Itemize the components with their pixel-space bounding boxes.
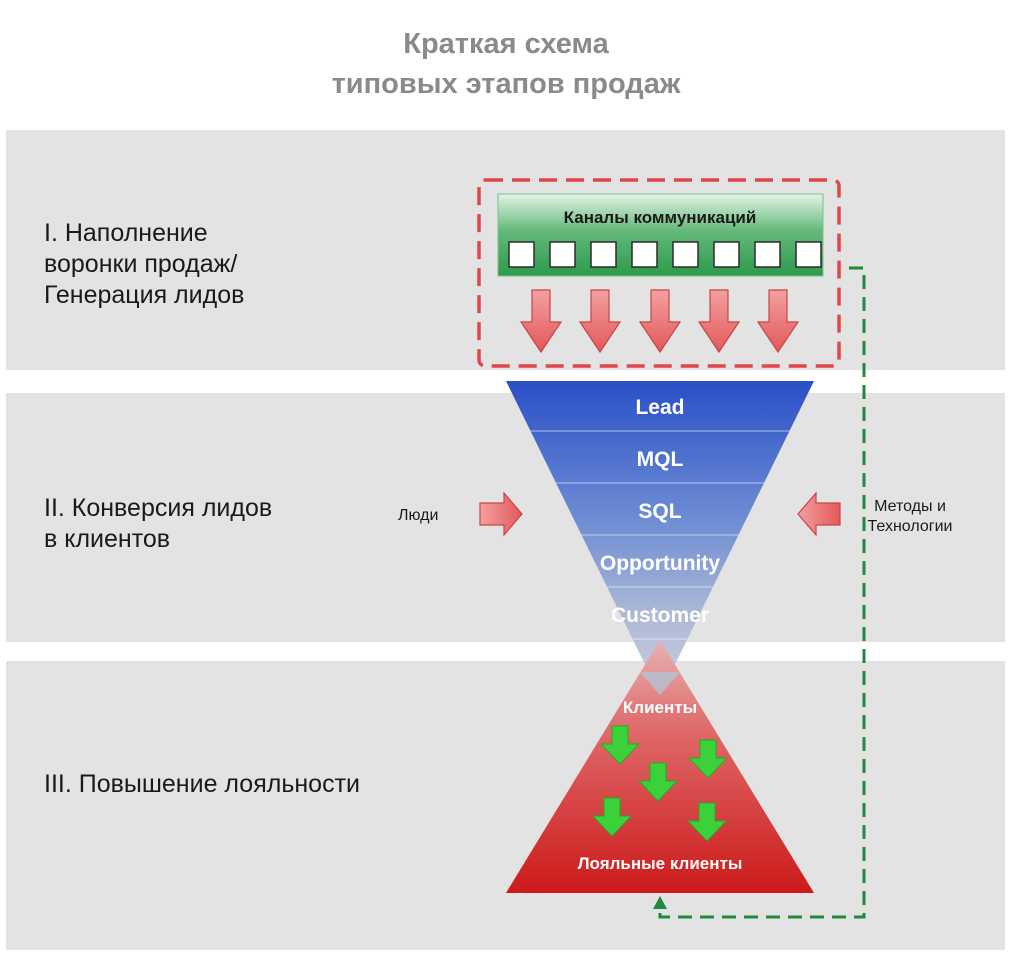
channel-square xyxy=(590,241,617,268)
loyalty-green-arrows xyxy=(591,725,729,842)
loyalty-bottom-label: Лояльные клиенты xyxy=(578,854,743,873)
stage-label-conversion: II. Конверсия лидов в клиентов xyxy=(44,494,273,553)
channel-square xyxy=(631,241,658,268)
funnel-level-label: MQL xyxy=(637,448,684,471)
methods-input-label: Методы и Технологии xyxy=(867,498,953,535)
channel-squares xyxy=(508,241,822,268)
green-down-arrow xyxy=(599,725,641,765)
channels-label: Каналы коммуникаций xyxy=(564,208,757,227)
stage-label-loyalty: III. Повышение лояльности xyxy=(44,770,360,798)
channels-dashed-frame xyxy=(477,178,841,368)
green-down-arrow xyxy=(686,802,728,842)
sales-funnel xyxy=(506,381,814,695)
green-down-arrow xyxy=(687,739,729,779)
down-arrow xyxy=(638,289,682,354)
channel-square xyxy=(754,241,781,268)
down-arrow xyxy=(756,289,800,354)
channel-square xyxy=(508,241,535,268)
down-arrow xyxy=(519,289,563,354)
feedback-loop-arrowhead xyxy=(653,896,667,909)
stage-band-3 xyxy=(6,661,1005,950)
funnel-dividers xyxy=(530,430,790,640)
down-arrow xyxy=(578,289,622,354)
channel-square xyxy=(549,241,576,268)
channel-square xyxy=(672,241,699,268)
funnel-level-label: Customer xyxy=(611,604,709,627)
funnel-level-label: Opportunity xyxy=(600,552,720,575)
loyalty-top-label: Клиенты xyxy=(623,698,697,717)
diagram-title-line-1: Краткая схема xyxy=(403,28,609,60)
channel-square xyxy=(713,241,740,268)
green-down-arrow xyxy=(591,797,633,837)
green-down-arrow xyxy=(637,762,679,802)
down-arrow xyxy=(697,289,741,354)
channel-down-arrows xyxy=(519,289,800,354)
methods-input-arrow xyxy=(797,491,841,537)
people-input-arrow xyxy=(479,491,523,537)
stage-label-lead-generation: I. Наполнение воронки продаж/ Генерация … xyxy=(44,219,245,309)
diagram-title-line-2: типовых этапов продаж xyxy=(331,68,681,100)
people-input-label: Люди xyxy=(398,507,439,524)
channel-square xyxy=(795,241,822,268)
funnel-level-label: SQL xyxy=(638,500,681,523)
feedback-loop-line xyxy=(658,266,866,919)
funnel-tip-overlap xyxy=(640,672,680,695)
funnel-level-label: Lead xyxy=(635,396,684,419)
